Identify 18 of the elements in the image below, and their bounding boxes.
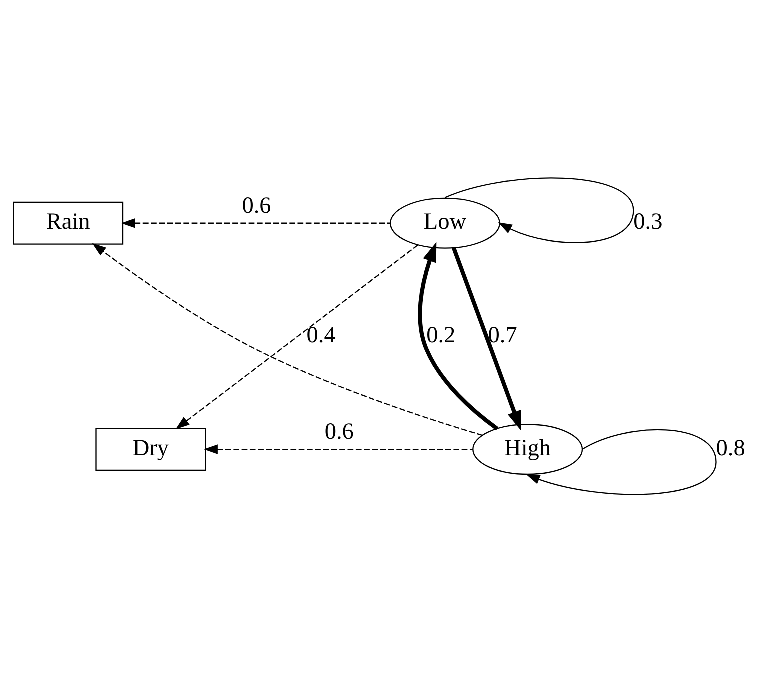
node-box: Dry (96, 428, 206, 472)
arrow (176, 244, 418, 430)
arrow (526, 430, 717, 496)
arrow (92, 243, 483, 436)
edge-label: 0.7 (488, 322, 518, 348)
node-box: Rain (13, 202, 124, 245)
arrow (121, 218, 390, 228)
edge-label: 0.6 (242, 192, 272, 219)
node-ellipse: High (472, 424, 584, 476)
edge-label: 0.8 (716, 435, 746, 462)
edge-label: 0.4 (306, 322, 336, 348)
arrow (452, 247, 522, 431)
arrow (204, 444, 473, 454)
edge-label: 0.3 (634, 209, 663, 236)
node-ellipse: Low (390, 198, 500, 249)
edge-label: 0.2 (426, 322, 456, 348)
edge-label: 0.6 (324, 419, 354, 446)
arrow (418, 242, 499, 431)
